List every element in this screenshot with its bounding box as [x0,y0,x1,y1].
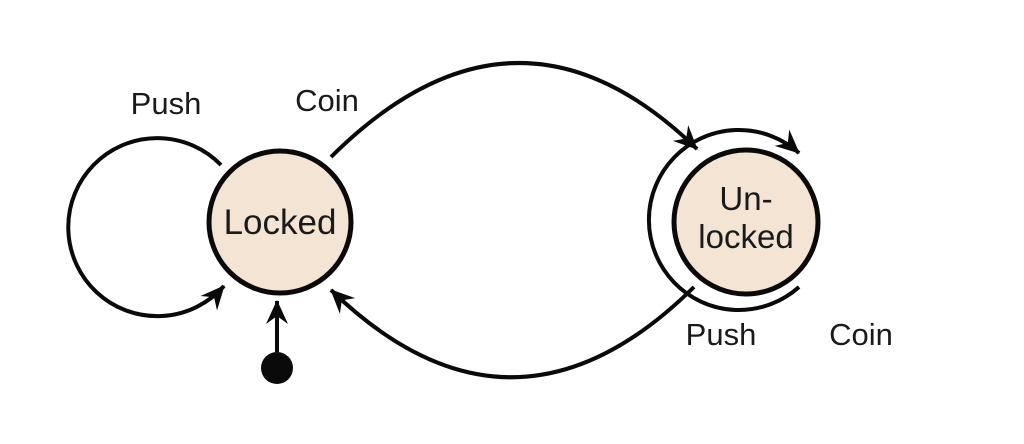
transition-arc-locked-to-unlocked-coin [329,61,699,159]
state-unlocked-label-line1: Un- [719,180,772,217]
label-push-locked-self: Push [131,86,202,121]
state-unlocked-circle [671,147,821,297]
transition-arc-locked-push-self [66,136,226,319]
state-locked-label: Locked [224,203,337,242]
state-unlocked: Un- locked [671,147,821,297]
label-coin-unlocked-self: Coin [829,317,893,352]
initial-state-dot [261,352,293,384]
state-locked-circle [206,148,354,296]
label-push-unlocked-to-locked: Push [686,317,757,352]
state-unlocked-label-line2: locked [698,218,793,255]
transition-arc-unlocked-to-locked-push [329,285,696,380]
state-locked: Locked [206,148,354,296]
label-coin-locked-to-unlocked: Coin [295,83,359,118]
transition-arc-unlocked-coin-self [646,128,801,312]
